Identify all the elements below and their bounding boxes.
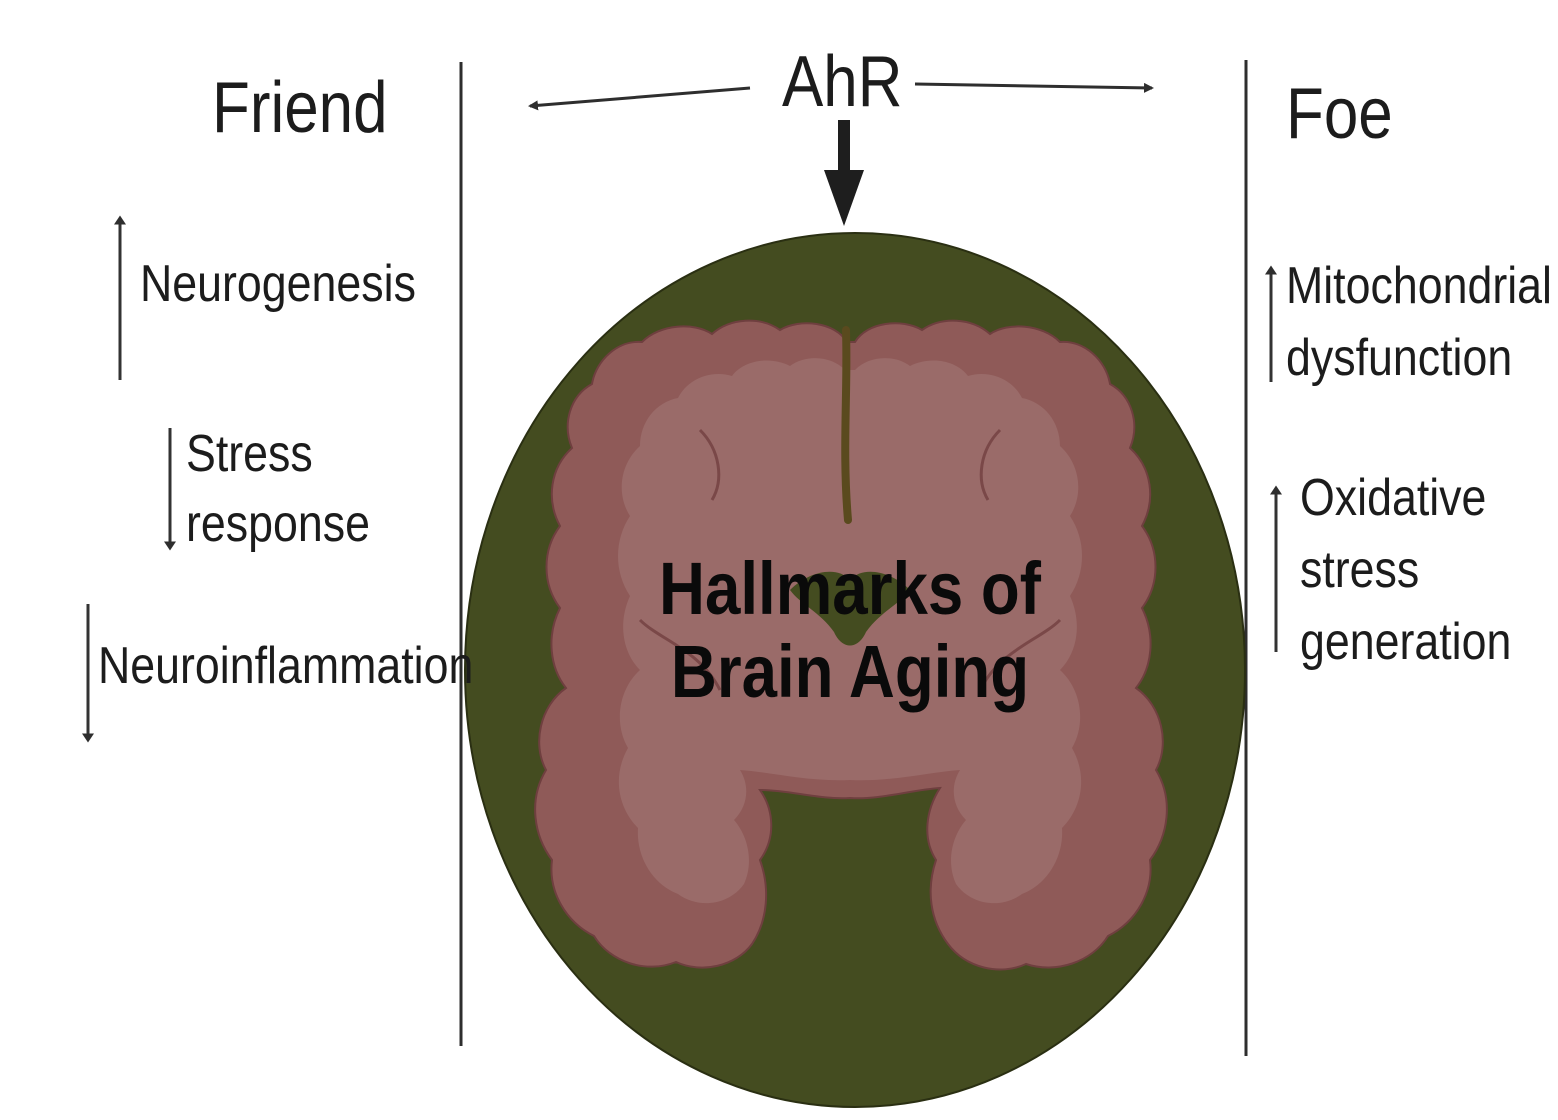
center-title-line2: Brain Aging — [670, 629, 1030, 713]
foe-item-mitochondrial-line2: dysfunction — [1286, 329, 1513, 387]
arrow-to-friend — [528, 86, 751, 111]
foe-item-oxidative-line2: stress — [1300, 541, 1420, 599]
brain-fold — [979, 428, 1002, 501]
lateral-ventricles — [790, 571, 910, 646]
friend-item-neuroinflammation: Neuroinflammation — [98, 637, 474, 695]
friend-item-stress-line1: Stress — [186, 425, 313, 483]
arrow-to-foe — [914, 82, 1154, 93]
friend-item-neurogenesis: Neurogenesis — [140, 255, 416, 313]
foe-item-mitochondrial-line1: Mitochondrial — [1286, 257, 1552, 315]
foe-item-oxidative-line1: Oxidative — [1300, 469, 1487, 527]
brain-fold — [698, 428, 721, 501]
longitudinal-fissure — [841, 326, 852, 524]
brain-fold — [978, 618, 1062, 691]
arrow-to-brain — [824, 120, 864, 226]
foe-item-oxidative-line3: generation — [1300, 613, 1512, 671]
center-title-line1: Hallmarks of — [658, 547, 1042, 630]
ahr-label: AhR — [782, 42, 903, 122]
center-title: Hallmarks of Brain Aging — [601, 547, 1100, 714]
brain-fold — [638, 618, 722, 691]
foe-heading: Foe — [1286, 74, 1393, 154]
friend-heading: Friend — [212, 68, 388, 148]
brain-illustration — [534, 319, 1168, 971]
friend-item-stress-line2: response — [186, 495, 370, 553]
